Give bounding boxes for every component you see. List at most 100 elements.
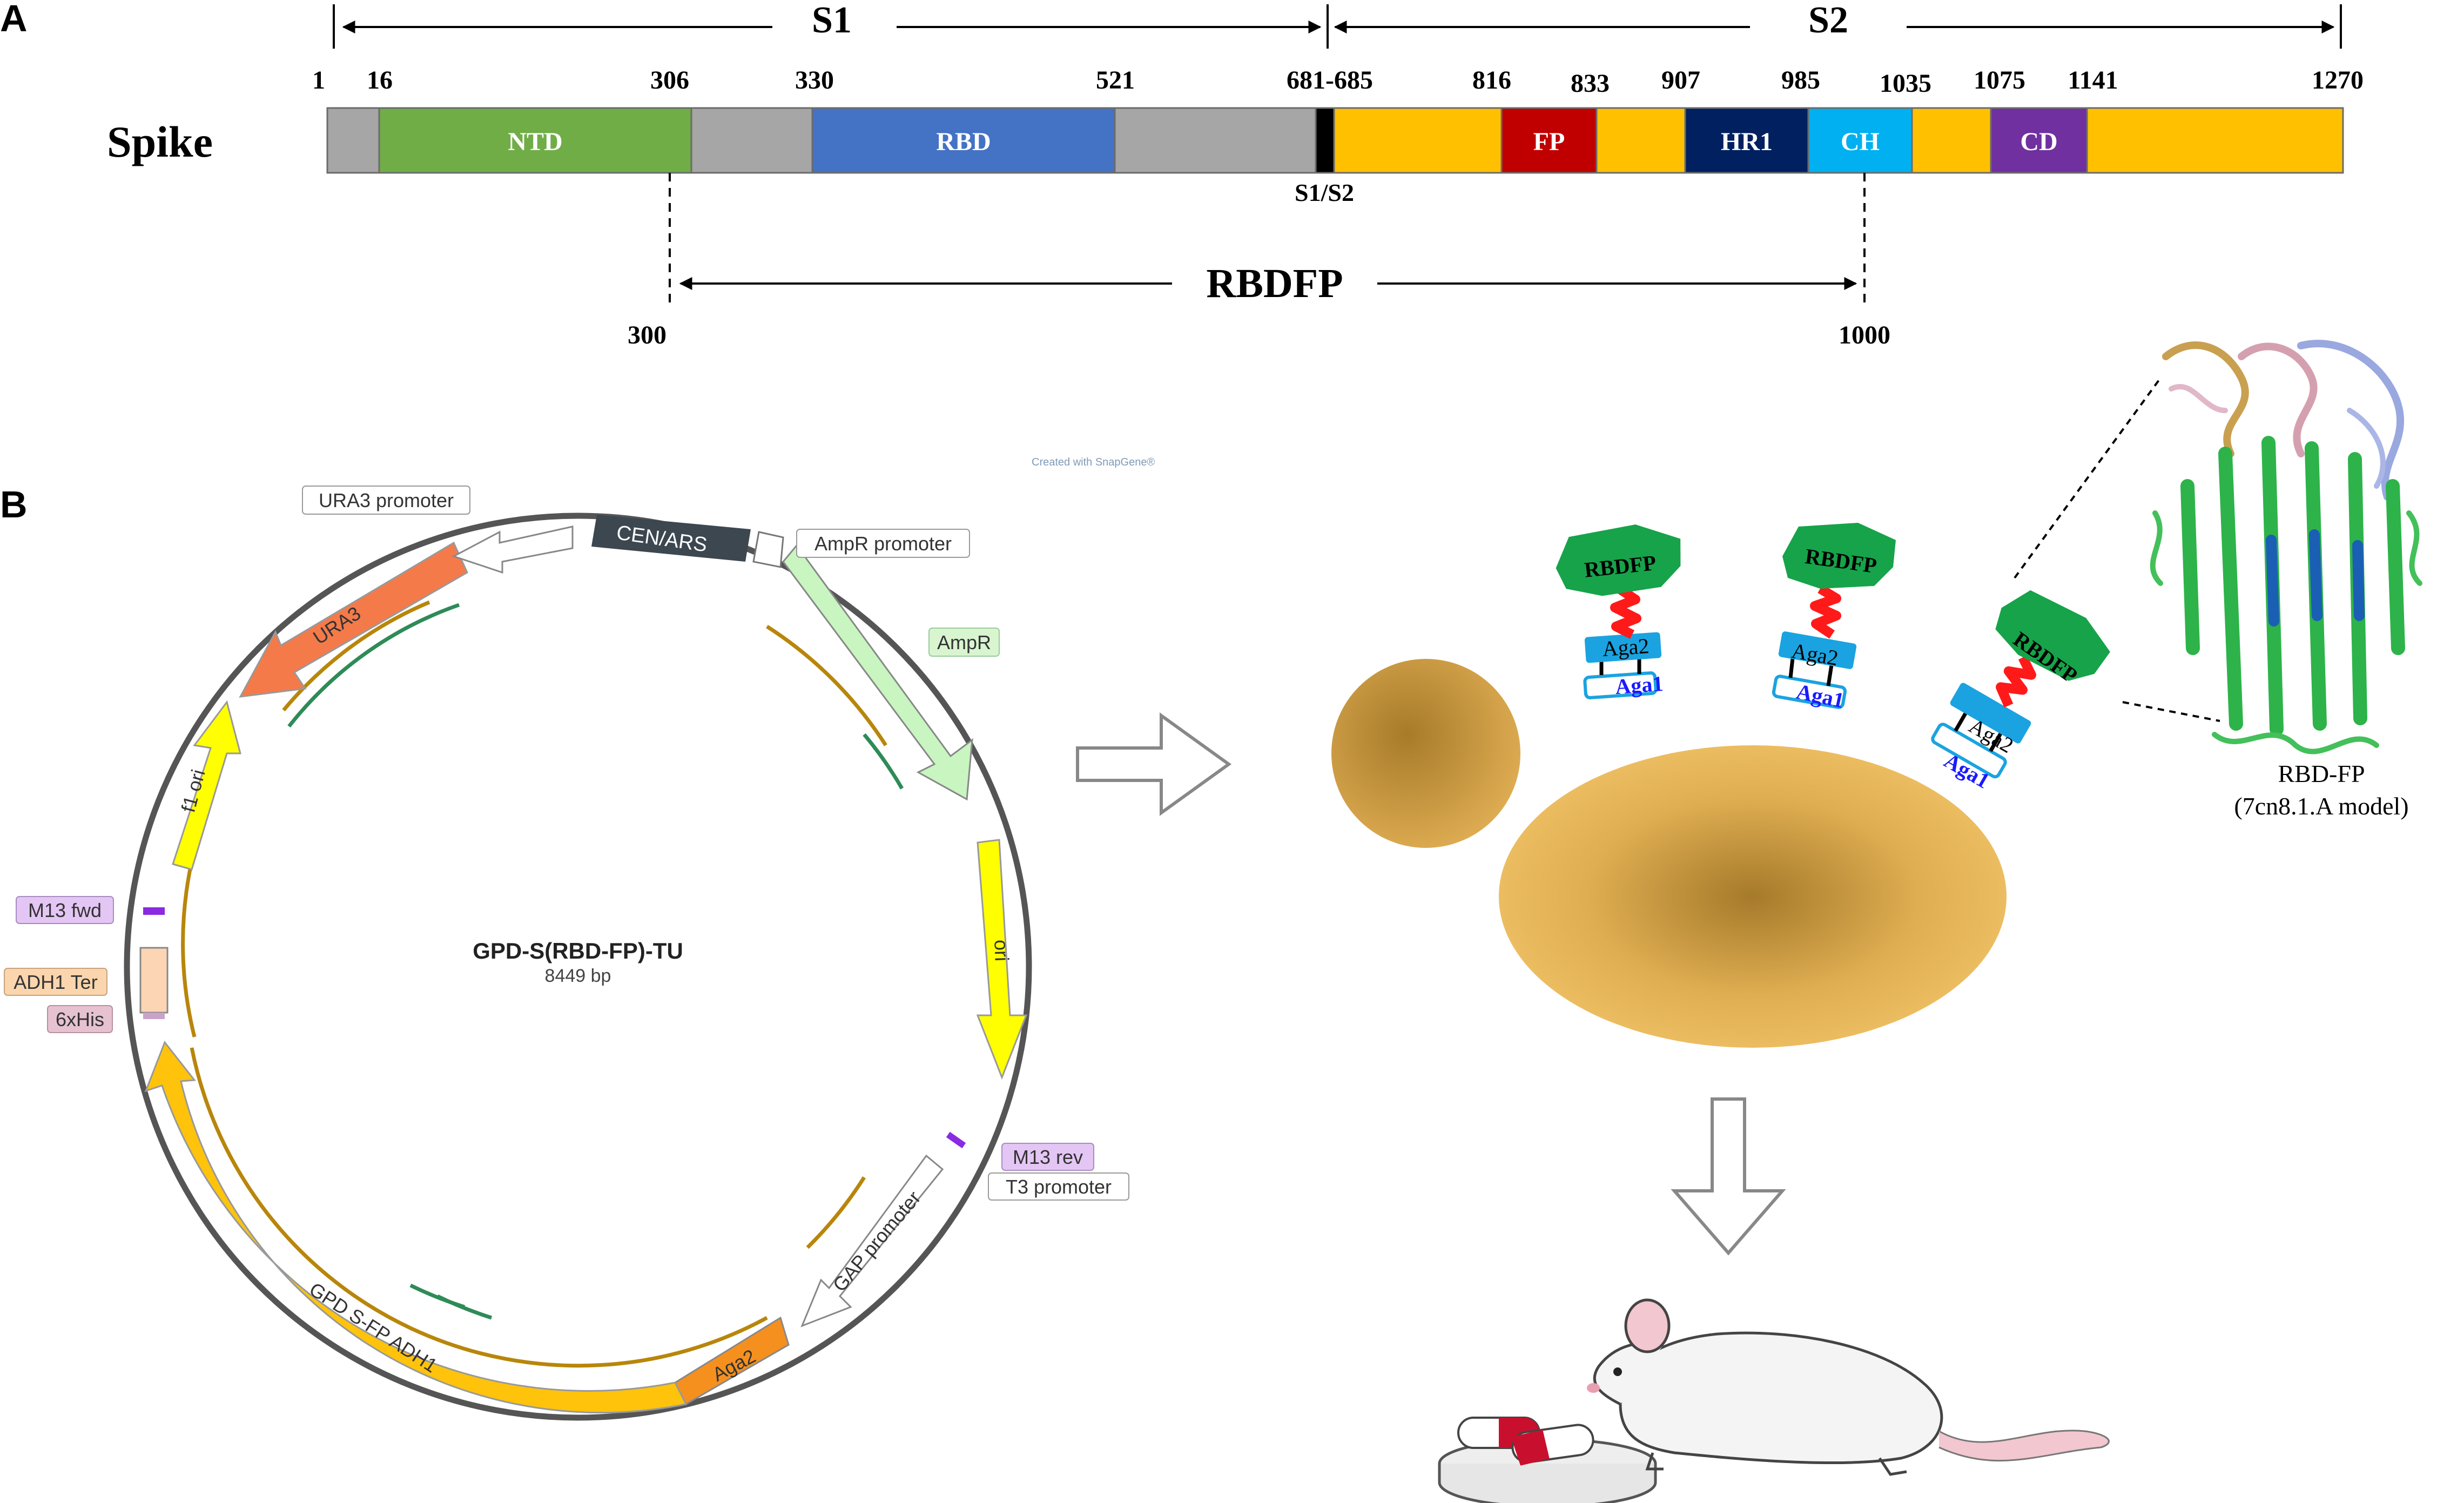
display-unit-1: [1556, 524, 1681, 699]
pos-1035: 1035: [1880, 69, 1931, 98]
pos-1075: 1075: [1974, 66, 2025, 95]
panel-b-label: B: [0, 483, 28, 525]
ampr-box: [928, 628, 1000, 657]
cd-domain: [1990, 107, 2088, 174]
plasmid-backbone: [124, 513, 1032, 1421]
adh1-ter-label: ADH1 Ter: [14, 971, 97, 993]
mouse-ear: [1624, 1298, 1671, 1353]
ura3-promoter-box: [302, 486, 470, 515]
structure-subtitle: (7cn8.1.A model): [2234, 792, 2408, 820]
pos-681-685: 681-685: [1287, 66, 1373, 95]
s1-label: S1: [812, 0, 852, 41]
pos-16: 16: [367, 66, 393, 95]
inner-arcs: [181, 600, 904, 1368]
m13-rev-feature: [946, 1131, 966, 1149]
construct-start: 300: [628, 321, 667, 349]
construct-end: 1000: [1839, 321, 1890, 349]
pos-306: 306: [650, 66, 689, 95]
gpd-sfp-adh1-label: GPD S-FP ADH1: [306, 1278, 442, 1377]
mouse-feet: [1645, 1452, 1907, 1476]
adh1-ter-box: [4, 968, 107, 996]
pos-1141: 1141: [2068, 66, 2118, 95]
gpd-sfp-adh1-feature: [144, 1041, 688, 1414]
yeast-bud: [1331, 659, 1520, 848]
ura3-promoter-feature: [452, 525, 574, 574]
his6-feature: [143, 1013, 165, 1019]
mouse-tail: [1938, 1430, 2110, 1462]
ch-label: CH: [1841, 127, 1880, 156]
gap-promoter-label: GAP promoter: [829, 1187, 925, 1296]
aga1-label-1: Aga1: [1614, 671, 1664, 699]
cd-label: CD: [2020, 127, 2057, 156]
rbdfp-construct-label: RBDFP: [1206, 261, 1343, 306]
s2-label: S2: [1808, 0, 1848, 41]
rbdfp-construct-span: [669, 173, 1866, 308]
aga2-label-1: Aga2: [1601, 633, 1650, 661]
fp-label: FP: [1533, 127, 1565, 156]
hr1-label: HR1: [1721, 127, 1773, 156]
capsule-2: [1511, 1424, 1594, 1466]
plasmid-name: GPD-S(RBD-FP)-TU: [473, 938, 683, 963]
m13-rev-box: [1001, 1143, 1094, 1171]
residue-positions: 1 16 306 330 521 681-685 816 833 907 985…: [312, 66, 2364, 98]
mouse-nose: [1587, 1383, 1600, 1393]
plasmid-map: URA3 promoter CEN/ARS AmpR promoter AmpR…: [4, 486, 1129, 1421]
ori-feature: [976, 839, 1028, 1080]
ampr-label: AmpR: [937, 631, 991, 653]
m13-fwd-label: M13 fwd: [28, 899, 102, 921]
s1s2-cleavage-site: [1315, 107, 1335, 174]
mouse-eye: [1613, 1367, 1622, 1376]
snapgene-credit: Created with SnapGene®: [1032, 456, 1155, 468]
mouse-body: [1619, 1331, 1943, 1465]
pos-907: 907: [1661, 66, 1700, 95]
aga1-label-2: Aga1: [1794, 679, 1846, 712]
display-unit-2: [1772, 523, 1896, 709]
rbd-domain: [811, 107, 1116, 174]
m13-rev-label: M13 rev: [1013, 1146, 1083, 1168]
rbd-fp-structure-model: [2150, 340, 2422, 754]
pos-833: 833: [1571, 69, 1610, 98]
rbd-label: RBD: [936, 127, 991, 156]
pos-1270: 1270: [2312, 66, 2364, 95]
pos-985: 985: [1781, 66, 1820, 95]
m13-fwd-feature: [143, 907, 165, 915]
ch-domain: [1807, 107, 1913, 174]
adh1-ter-feature: [139, 947, 169, 1014]
ori-label: ori: [990, 939, 1013, 961]
ampr-feature: [782, 544, 973, 801]
t3-promoter-box: [988, 1172, 1129, 1201]
yeast-cell: [1331, 659, 2007, 1048]
t3-promoter-label: T3 promoter: [1006, 1176, 1112, 1198]
ntd-domain: [378, 107, 692, 174]
pos-1: 1: [312, 66, 325, 95]
pos-521: 521: [1096, 66, 1135, 95]
f1-ori-feature: [172, 700, 241, 871]
mouse-illustration: [1438, 1298, 2110, 1503]
his6-label: 6xHis: [56, 1008, 104, 1030]
ura3-feature: [239, 541, 468, 698]
cen-ars-feature: [591, 515, 751, 562]
ampr-promoter-feature: [752, 531, 784, 568]
m13-fwd-box: [16, 896, 114, 924]
pos-330: 330: [795, 66, 834, 95]
process-arrow-right: [1076, 712, 1232, 816]
spike-label: Spike: [107, 117, 213, 166]
s1s2-label: S1/S2: [1295, 179, 1354, 206]
pos-816: 816: [1472, 66, 1511, 95]
structure-leader-bottom: [2122, 701, 2220, 722]
ampr-promoter-box: [796, 529, 970, 558]
s1-s2-bracket: [333, 4, 2342, 49]
gap-promoter-feature: [800, 1154, 944, 1327]
ntd-label: NTD: [508, 127, 562, 156]
structure-leader-top: [2014, 377, 2162, 579]
structure-title: RBD-FP: [2278, 760, 2365, 787]
panel-a-label: A: [0, 0, 28, 39]
fp-domain: [1500, 107, 1598, 174]
his6-box: [47, 1005, 113, 1033]
yeast-mother-cell: [1499, 745, 2007, 1048]
plasmid-size: 8449 bp: [545, 966, 611, 986]
process-arrow-down: [1671, 1097, 1786, 1256]
ampr-promoter-label: AmpR promoter: [814, 533, 952, 555]
spike-bar: [326, 107, 2344, 174]
